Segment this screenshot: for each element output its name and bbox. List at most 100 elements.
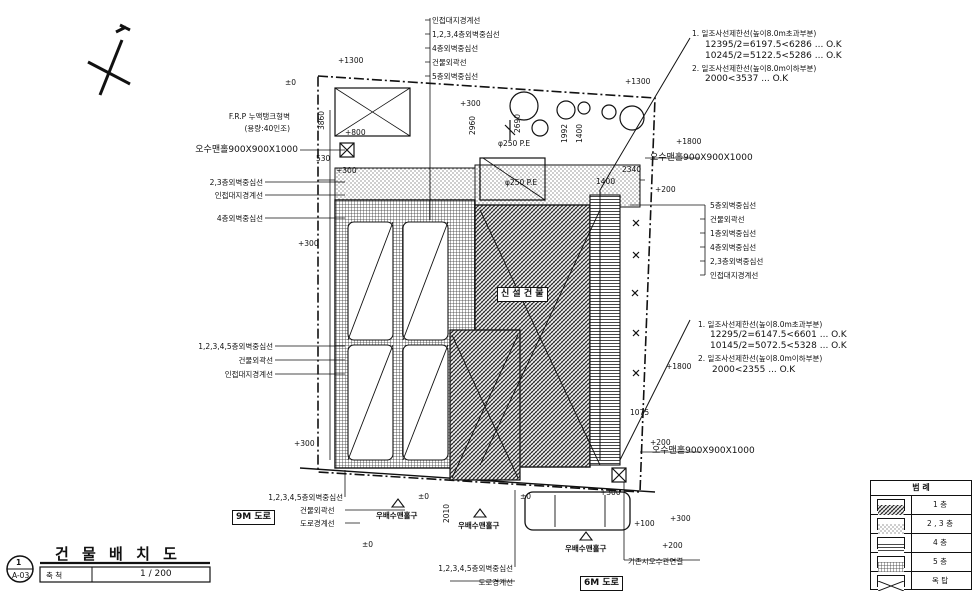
label-right-3: 4층외벽중심선: [710, 243, 757, 252]
car-drawing: [524, 491, 631, 531]
legend-row: 5 층: [871, 553, 971, 572]
dim-11: φ250 P.E: [505, 178, 538, 187]
rain-drain-label-2: 우배수맨홀구: [458, 521, 500, 530]
level-l: ±0: [418, 492, 430, 501]
manhole-right-bottom-label: 오수맨홀900X900X1000: [652, 446, 755, 456]
dim-3: 2690: [513, 113, 523, 134]
level-h: +300: [298, 239, 319, 248]
legend-row: 옥 탑: [871, 572, 971, 592]
frp-tank: [334, 87, 411, 137]
building-label: 신 설 건 물: [497, 287, 548, 302]
site-boundary: [317, 75, 656, 493]
dim-10: φ250 P.E: [498, 139, 531, 148]
label-bottom-a2: 도로경계선: [300, 519, 335, 528]
level-o: +100: [634, 519, 655, 528]
level-g: +200: [655, 185, 676, 194]
label-top-4: 5층외벽중심선: [432, 72, 479, 81]
level-r: +300: [336, 166, 357, 175]
label-left-c0: 1,2,3,4,5층외벽중심선: [198, 342, 273, 351]
legend-swatch-grid: [877, 556, 905, 572]
label-left-c1: 건물외곽선: [238, 356, 274, 365]
label-bottom-b1: 도로경계선: [478, 578, 514, 587]
manhole-right-top-label: 오수맨홀900X900X1000: [650, 153, 753, 163]
legend-swatch-lines: [877, 537, 905, 553]
note-mid-1: 1. 일조사선제한선(높이8.0m초과부분): [698, 320, 823, 329]
legend-label: 옥 탑: [911, 572, 968, 590]
rain-drain-label-1: 우배수맨홀구: [376, 511, 418, 520]
level-s: +300: [600, 488, 621, 497]
level-d: +300: [460, 99, 481, 108]
label-left-a1: 인접대지경계선: [214, 191, 263, 200]
rain-drain-label-3: 우배수맨홀구: [565, 544, 607, 553]
north-arrow-icon: [87, 23, 131, 96]
label-bottom-b0: 1,2,3,4,5층외벽중심선: [438, 564, 513, 573]
legend-label: 4 층: [911, 534, 968, 552]
legend-row: 4 층: [871, 534, 971, 553]
frp-capacity-label: (용량:40인조): [244, 124, 290, 133]
note-mid-4: 2. 일조사선제한선(높이8.0m이하부분): [698, 354, 823, 363]
label-bottom-a1: 건물외곽선: [300, 506, 335, 515]
legend-title: 범 례: [871, 481, 971, 496]
level-c: ±0: [285, 78, 297, 87]
note-top-2: 12395/2=6197.5<6286 ... O.K: [705, 40, 842, 50]
dim-9: 1400: [575, 123, 585, 144]
label-left-a0: 2,3층외벽중심선: [209, 178, 263, 187]
note-top-3: 10245/2=5122.5<5286 ... O.K: [705, 51, 842, 61]
legend-row: 2 , 3 층: [871, 515, 971, 534]
label-top-0: 인접대지경계선: [432, 16, 481, 25]
label-right-2: 1층외벽중심선: [710, 229, 757, 238]
level-i: +300: [294, 439, 315, 448]
label-left-c2: 인접대지경계선: [224, 370, 273, 379]
dim-8: 2010: [442, 503, 452, 524]
legend-swatch-dense: [877, 499, 905, 515]
dim-4: 1992: [560, 123, 570, 144]
label-top-1: 1,2,3,4층외벽중심선: [432, 30, 500, 39]
level-e: +800: [345, 128, 366, 137]
note-top-4: 2. 일조사선제한선(높이8.0m이하부분): [692, 64, 817, 73]
title-block: 건 물 배 치 도 1 A-03 축 척 1 / 200: [12, 543, 210, 583]
dim-1: 3860: [317, 110, 327, 131]
manhole-icons: [339, 142, 627, 483]
legend-label: 5 층: [911, 553, 968, 571]
legend-row: 1 층: [871, 496, 971, 515]
label-right-5: 인접대지경계선: [710, 271, 759, 280]
level-n: +200: [662, 541, 683, 550]
label-bottom-a0: 1,2,3,4,5층외벽중심선: [268, 493, 343, 502]
note-mid-3: 10145/2=5072.5<5328 ... O.K: [710, 341, 847, 351]
level-b: +1300: [625, 77, 651, 86]
label-right-4: 2,3층외벽중심선: [710, 257, 764, 266]
legend: 범 례 1 층 2 , 3 층 4 층 5 층 옥 탑: [870, 480, 972, 592]
legend-label: 2 , 3 층: [911, 515, 968, 533]
legend-swatch-cross: [877, 575, 905, 592]
note-top-5: 2000<3537 ... O.K: [705, 74, 789, 84]
scale-value: 1 / 200: [140, 569, 172, 579]
dim-6: 2340: [622, 165, 642, 174]
note-top-1: 1. 일조사선제한선(높이8.0m초과부분): [692, 29, 817, 38]
drawing-title: 건 물 배 치 도: [55, 545, 181, 563]
legend-label: 1 층: [911, 496, 968, 514]
note-mid-5: 2000<2355 ... O.K: [712, 365, 796, 375]
level-p: ±0: [362, 540, 374, 549]
dim-7: 1075: [630, 408, 650, 417]
legend-swatch-dots: [877, 518, 905, 534]
sheet-number: 1: [16, 558, 22, 567]
level-a: +1300: [338, 56, 364, 65]
label-top-2: 4층외벽중심선: [432, 44, 479, 53]
manhole-left-label: 오수맨홀900X900X1000: [195, 145, 298, 155]
dim-12: 1400: [596, 177, 616, 186]
level-f: +1800: [676, 137, 702, 146]
frp-tank-label: F.R.P 누액탱크형벽: [228, 112, 290, 121]
dim-5: 530: [316, 154, 331, 163]
level-k: +200: [650, 438, 671, 447]
scale-label: 축 척: [46, 571, 63, 580]
road-label-west: 9M 도로: [232, 510, 275, 525]
existing-sewer-label: 기존시오수관연결: [628, 557, 684, 566]
note-mid-2: 12295/2=6147.5<6601 ... O.K: [710, 330, 847, 340]
level-m: +300: [670, 514, 691, 523]
label-top-3: 건물외곽선: [432, 58, 467, 67]
label-right-1: 건물외곽선: [710, 215, 745, 224]
level-q: ±0: [520, 492, 532, 501]
sheet-sub: A-03: [12, 571, 30, 580]
dim-2: 2960: [468, 115, 478, 136]
level-j: +1800: [666, 362, 692, 371]
